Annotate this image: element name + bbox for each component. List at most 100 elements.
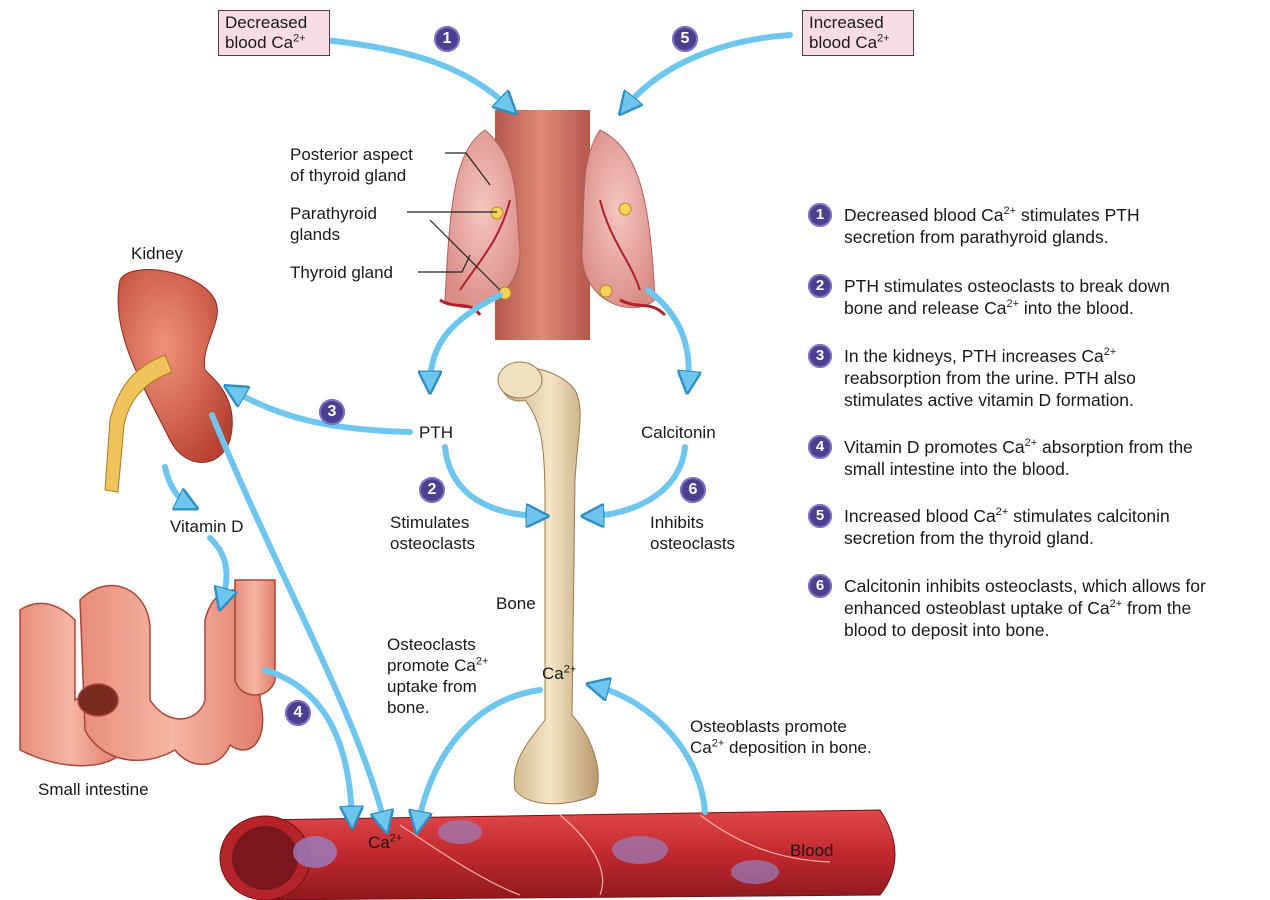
step-1-text: Decreased blood Ca2+ stimulates PTH secr… — [844, 204, 1140, 248]
step-1-line1: Decreased blood Ca2+ stimulates PTH — [844, 204, 1140, 226]
posterior-label-line1: Posterior aspect — [290, 144, 413, 165]
arrow-thyroid-to-pth — [430, 295, 500, 385]
arrow-decreased-to-thyroid — [325, 40, 510, 108]
step-4-text: Vitamin D promotes Ca2+ absorption from … — [844, 436, 1193, 480]
step-6-line1: Calcitonin inhibits osteoclasts, which a… — [844, 575, 1206, 597]
osteoblasts-label: Osteoblasts promote Ca2+ deposition in b… — [690, 716, 872, 758]
ca-bone-text: Ca — [542, 664, 564, 683]
ca-blood-sup: 2+ — [390, 832, 403, 844]
arrow-calcitonin-to-bone — [590, 447, 685, 516]
inhibits-line1: Inhibits — [650, 512, 735, 533]
osteoclasts-line2-wrap: promote Ca2+ — [387, 655, 488, 676]
step-1-sup: 2+ — [1004, 205, 1017, 217]
increased-box-line1: Increased — [809, 13, 907, 33]
thyroid-illustration — [440, 110, 665, 340]
small-intestine-label: Small intestine — [38, 779, 149, 800]
diagram-badge-2: 2 — [419, 477, 445, 503]
parathyroid-label: Parathyroid glands — [290, 203, 377, 245]
step-3-line1: In the kidneys, PTH increases Ca2+ — [844, 345, 1136, 367]
increased-box-line2-wrap: blood Ca2+ — [809, 33, 907, 53]
increased-box-line2: blood Ca — [809, 33, 877, 52]
step-2-text: PTH stimulates osteoclasts to break down… — [844, 275, 1170, 319]
step-5-line2: secretion from the thyroid gland. — [844, 527, 1170, 549]
step-3-line2: reabsorption from the urine. PTH also — [844, 367, 1136, 389]
small-intestine-illustration — [20, 580, 275, 766]
bone-label: Bone — [496, 593, 536, 614]
arrow-thyroid-to-calcitonin — [648, 290, 689, 385]
osteoblasts-line2a: Ca — [690, 738, 712, 757]
diagram-badge-5: 5 — [672, 26, 698, 52]
ca-blood-label: Ca2+ — [368, 832, 402, 853]
decreased-box-line2: blood Ca — [225, 33, 293, 52]
ca-blood-text: Ca — [368, 833, 390, 852]
step-4-badge: 4 — [808, 435, 832, 459]
osteoblasts-line2-sup: 2+ — [712, 737, 725, 749]
osteoblasts-line1: Osteoblasts promote — [690, 716, 872, 737]
decreased-box-line2-wrap: blood Ca2+ — [225, 33, 323, 53]
step-3-badge: 3 — [808, 344, 832, 368]
step-2-badge: 2 — [808, 274, 832, 298]
posterior-label-line2: of thyroid gland — [290, 165, 413, 186]
step-6-line2b: from the — [1122, 598, 1191, 618]
increased-box-sup: 2+ — [877, 32, 890, 44]
step-5-text: Increased blood Ca2+ stimulates calciton… — [844, 505, 1170, 549]
step-2-line2b: into the blood. — [1019, 298, 1134, 318]
step-4-line1b: absorption from the — [1037, 437, 1193, 457]
arrow-vitamin-d-to-intestine — [210, 538, 226, 602]
bone-illustration — [498, 362, 598, 804]
arrow-pth-to-bone — [445, 447, 540, 516]
osteoclasts-line4: bone. — [387, 697, 488, 718]
step-6-line2: enhanced osteoblast uptake of Ca2+ from … — [844, 597, 1206, 619]
step-2-line2: bone and release Ca2+ into the blood. — [844, 297, 1170, 319]
parathyroid-label-line2: glands — [290, 224, 377, 245]
osteoclasts-line2-sup: 2+ — [476, 655, 489, 667]
step-5-line1a: Increased blood Ca — [844, 506, 996, 526]
osteoblasts-line2-wrap: Ca2+ deposition in bone. — [690, 737, 872, 758]
osteoclasts-line1: Osteoclasts — [387, 634, 488, 655]
step-6-sup: 2+ — [1110, 598, 1123, 610]
step-5-sup: 2+ — [996, 506, 1009, 518]
calcitonin-label: Calcitonin — [641, 422, 716, 443]
step-1-line2: secretion from parathyroid glands. — [844, 226, 1140, 248]
step-2-sup: 2+ — [1006, 298, 1019, 310]
step-5-badge: 5 — [808, 504, 832, 528]
step-4-line1: Vitamin D promotes Ca2+ absorption from … — [844, 436, 1193, 458]
step-3-sup: 2+ — [1104, 346, 1117, 358]
kidney-illustration — [105, 270, 232, 492]
stimulates-line1: Stimulates — [390, 512, 475, 533]
posterior-label: Posterior aspect of thyroid gland — [290, 144, 413, 186]
ca-bone-label: Ca2+ — [542, 663, 576, 684]
diagram-badge-4: 4 — [285, 700, 311, 726]
step-3-text: In the kidneys, PTH increases Ca2+ reabs… — [844, 345, 1136, 411]
osteoclasts-line3: uptake from — [387, 676, 488, 697]
step-6-text: Calcitonin inhibits osteoclasts, which a… — [844, 575, 1206, 641]
step-5-line1: Increased blood Ca2+ stimulates calciton… — [844, 505, 1170, 527]
step-6-line2a: enhanced osteoblast uptake of Ca — [844, 598, 1110, 618]
thyroid-label: Thyroid gland — [290, 262, 393, 283]
inhibits-line2: osteoclasts — [650, 533, 735, 554]
decreased-box-line1: Decreased — [225, 13, 323, 33]
vitamin-d-label: Vitamin D — [170, 516, 243, 537]
arrow-blood-to-bone — [595, 686, 705, 812]
pth-label: PTH — [419, 422, 453, 443]
decreased-box-sup: 2+ — [293, 32, 306, 44]
increased-calcium-box: Increased blood Ca2+ — [802, 10, 914, 56]
kidney-label: Kidney — [131, 243, 183, 264]
blood-label: Blood — [790, 840, 833, 861]
diagram-badge-6: 6 — [680, 477, 706, 503]
stimulates-osteoclasts-label: Stimulates osteoclasts — [390, 512, 475, 554]
diagram-badge-1: 1 — [434, 26, 460, 52]
inhibits-osteoclasts-label: Inhibits osteoclasts — [650, 512, 735, 554]
step-3-line3: stimulates active vitamin D formation. — [844, 389, 1136, 411]
step-3-line1a: In the kidneys, PTH increases Ca — [844, 346, 1104, 366]
step-1-line1b: stimulates PTH — [1016, 205, 1140, 225]
decreased-calcium-box: Decreased blood Ca2+ — [218, 10, 330, 56]
parathyroid-label-line1: Parathyroid — [290, 203, 377, 224]
step-5-line1b: stimulates calcitonin — [1008, 506, 1169, 526]
osteoclasts-line2: promote Ca — [387, 656, 476, 675]
step-2-line1: PTH stimulates osteoclasts to break down — [844, 275, 1170, 297]
step-4-line2: small intestine into the blood. — [844, 458, 1193, 480]
step-1-badge: 1 — [808, 203, 832, 227]
diagram-badge-3: 3 — [319, 399, 345, 425]
